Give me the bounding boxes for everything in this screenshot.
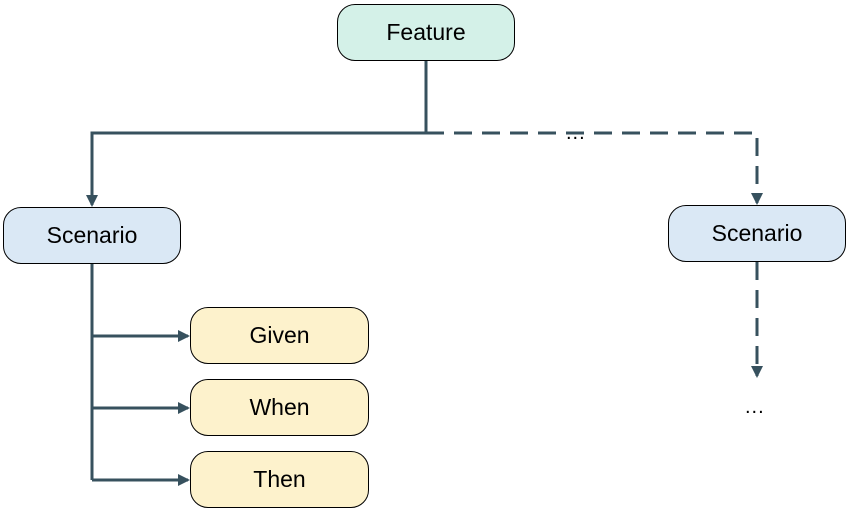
step-then-node: Then bbox=[190, 451, 369, 508]
step-when-node: When bbox=[190, 379, 369, 436]
step-given-node: Given bbox=[190, 307, 369, 364]
connector-feature-to-scenario-left bbox=[86, 61, 428, 207]
connector-feature-to-scenario-right bbox=[426, 131, 763, 205]
ellipsis-more-scenarios: ... bbox=[566, 122, 586, 144]
scenario-node-left: Scenario bbox=[3, 207, 181, 264]
ellipsis-more-steps: ... bbox=[745, 396, 765, 418]
feature-node: Feature bbox=[337, 4, 515, 61]
scenario-node-right: Scenario bbox=[668, 205, 846, 262]
